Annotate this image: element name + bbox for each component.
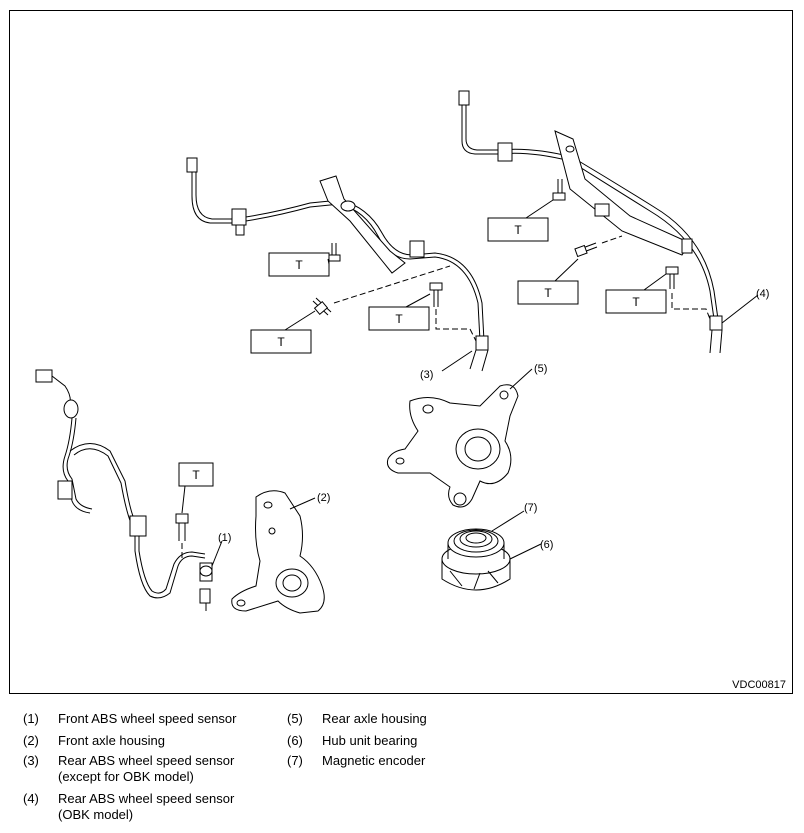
torque-box-d	[487, 199, 554, 242]
torque-box-f	[605, 273, 667, 314]
legend-text: Magnetic encoder	[322, 753, 426, 768]
torque-label-e: T	[544, 286, 552, 300]
callout-2: (2)	[317, 492, 330, 504]
legend-item-3: (3) Rear ABS wheel speed sensor (except …	[0, 753, 258, 785]
torque-label-b: T	[277, 335, 285, 349]
torque-box-a	[268, 252, 330, 277]
legend-item-2: (2) Front axle housing	[0, 733, 258, 749]
legend-item-1: (1) Front ABS wheel speed sensor	[0, 711, 258, 727]
torque-box-g	[178, 462, 214, 514]
diagram-frame: T T T T T T T (1) (2) (3) (4) (5) (6) (7…	[9, 10, 793, 694]
torque-label-d: T	[514, 223, 522, 237]
legend-item-7: (7) Magnetic encoder	[264, 753, 522, 769]
torque-label-a: T	[295, 258, 303, 272]
legend-number: (2)	[23, 733, 39, 748]
callout-1: (1)	[218, 532, 231, 544]
legend-text: Rear ABS wheel speed sensor (OBK model)	[58, 791, 235, 822]
torque-box-e	[517, 258, 579, 305]
legend-item-5: (5) Rear axle housing	[264, 711, 522, 727]
legend-text: Rear ABS wheel speed sensor (except for …	[58, 753, 235, 784]
front-sensor-1-harness	[35, 369, 213, 611]
callout-leaders	[211, 294, 759, 567]
callout-6: (6)	[540, 539, 553, 551]
legend-number: (1)	[23, 711, 39, 726]
front-sensor-1-bolt	[175, 513, 189, 559]
exploded-view-drawing: T T T T T T T (1) (2) (3) (4) (5) (6) (7…	[35, 90, 769, 614]
torque-label-c: T	[395, 312, 403, 326]
callout-3: (3)	[420, 369, 433, 381]
rear-sensor-3-harness	[186, 157, 489, 372]
torque-box-b	[250, 310, 316, 354]
legend-text: Hub unit bearing	[322, 733, 418, 748]
legend-number: (6)	[287, 733, 303, 748]
rear-sensor-3-bolts	[312, 243, 477, 342]
legend-number: (3)	[23, 753, 39, 768]
legend-text: Front axle housing	[58, 733, 165, 748]
rear-axle-housing	[387, 384, 519, 508]
torque-label-f: T	[632, 295, 640, 309]
torque-box-c	[368, 293, 431, 331]
hub-unit-bearing	[441, 528, 511, 591]
callout-numbers: (1) (2) (3) (4) (5) (6) (7)	[218, 288, 769, 551]
rear-sensor-4-bolts	[552, 179, 711, 320]
front-axle-housing	[231, 490, 325, 614]
torque-label-g: T	[192, 468, 200, 482]
torque-labels: T T T T T T T	[192, 223, 640, 482]
rear-sensor-4-harness	[458, 90, 723, 354]
figure-code: VDC00817	[732, 679, 786, 691]
legend-text: Front ABS wheel speed sensor	[58, 711, 237, 726]
legend-number: (4)	[23, 791, 39, 806]
callout-7: (7)	[524, 502, 537, 514]
legend-text: Rear axle housing	[322, 711, 427, 726]
legend-item-4: (4) Rear ABS wheel speed sensor (OBK mod…	[0, 791, 258, 823]
callout-4: (4)	[756, 288, 769, 300]
legend-number: (5)	[287, 711, 303, 726]
legend-number: (7)	[287, 753, 303, 768]
legend-item-6: (6) Hub unit bearing	[264, 733, 522, 749]
callout-5: (5)	[534, 363, 547, 375]
